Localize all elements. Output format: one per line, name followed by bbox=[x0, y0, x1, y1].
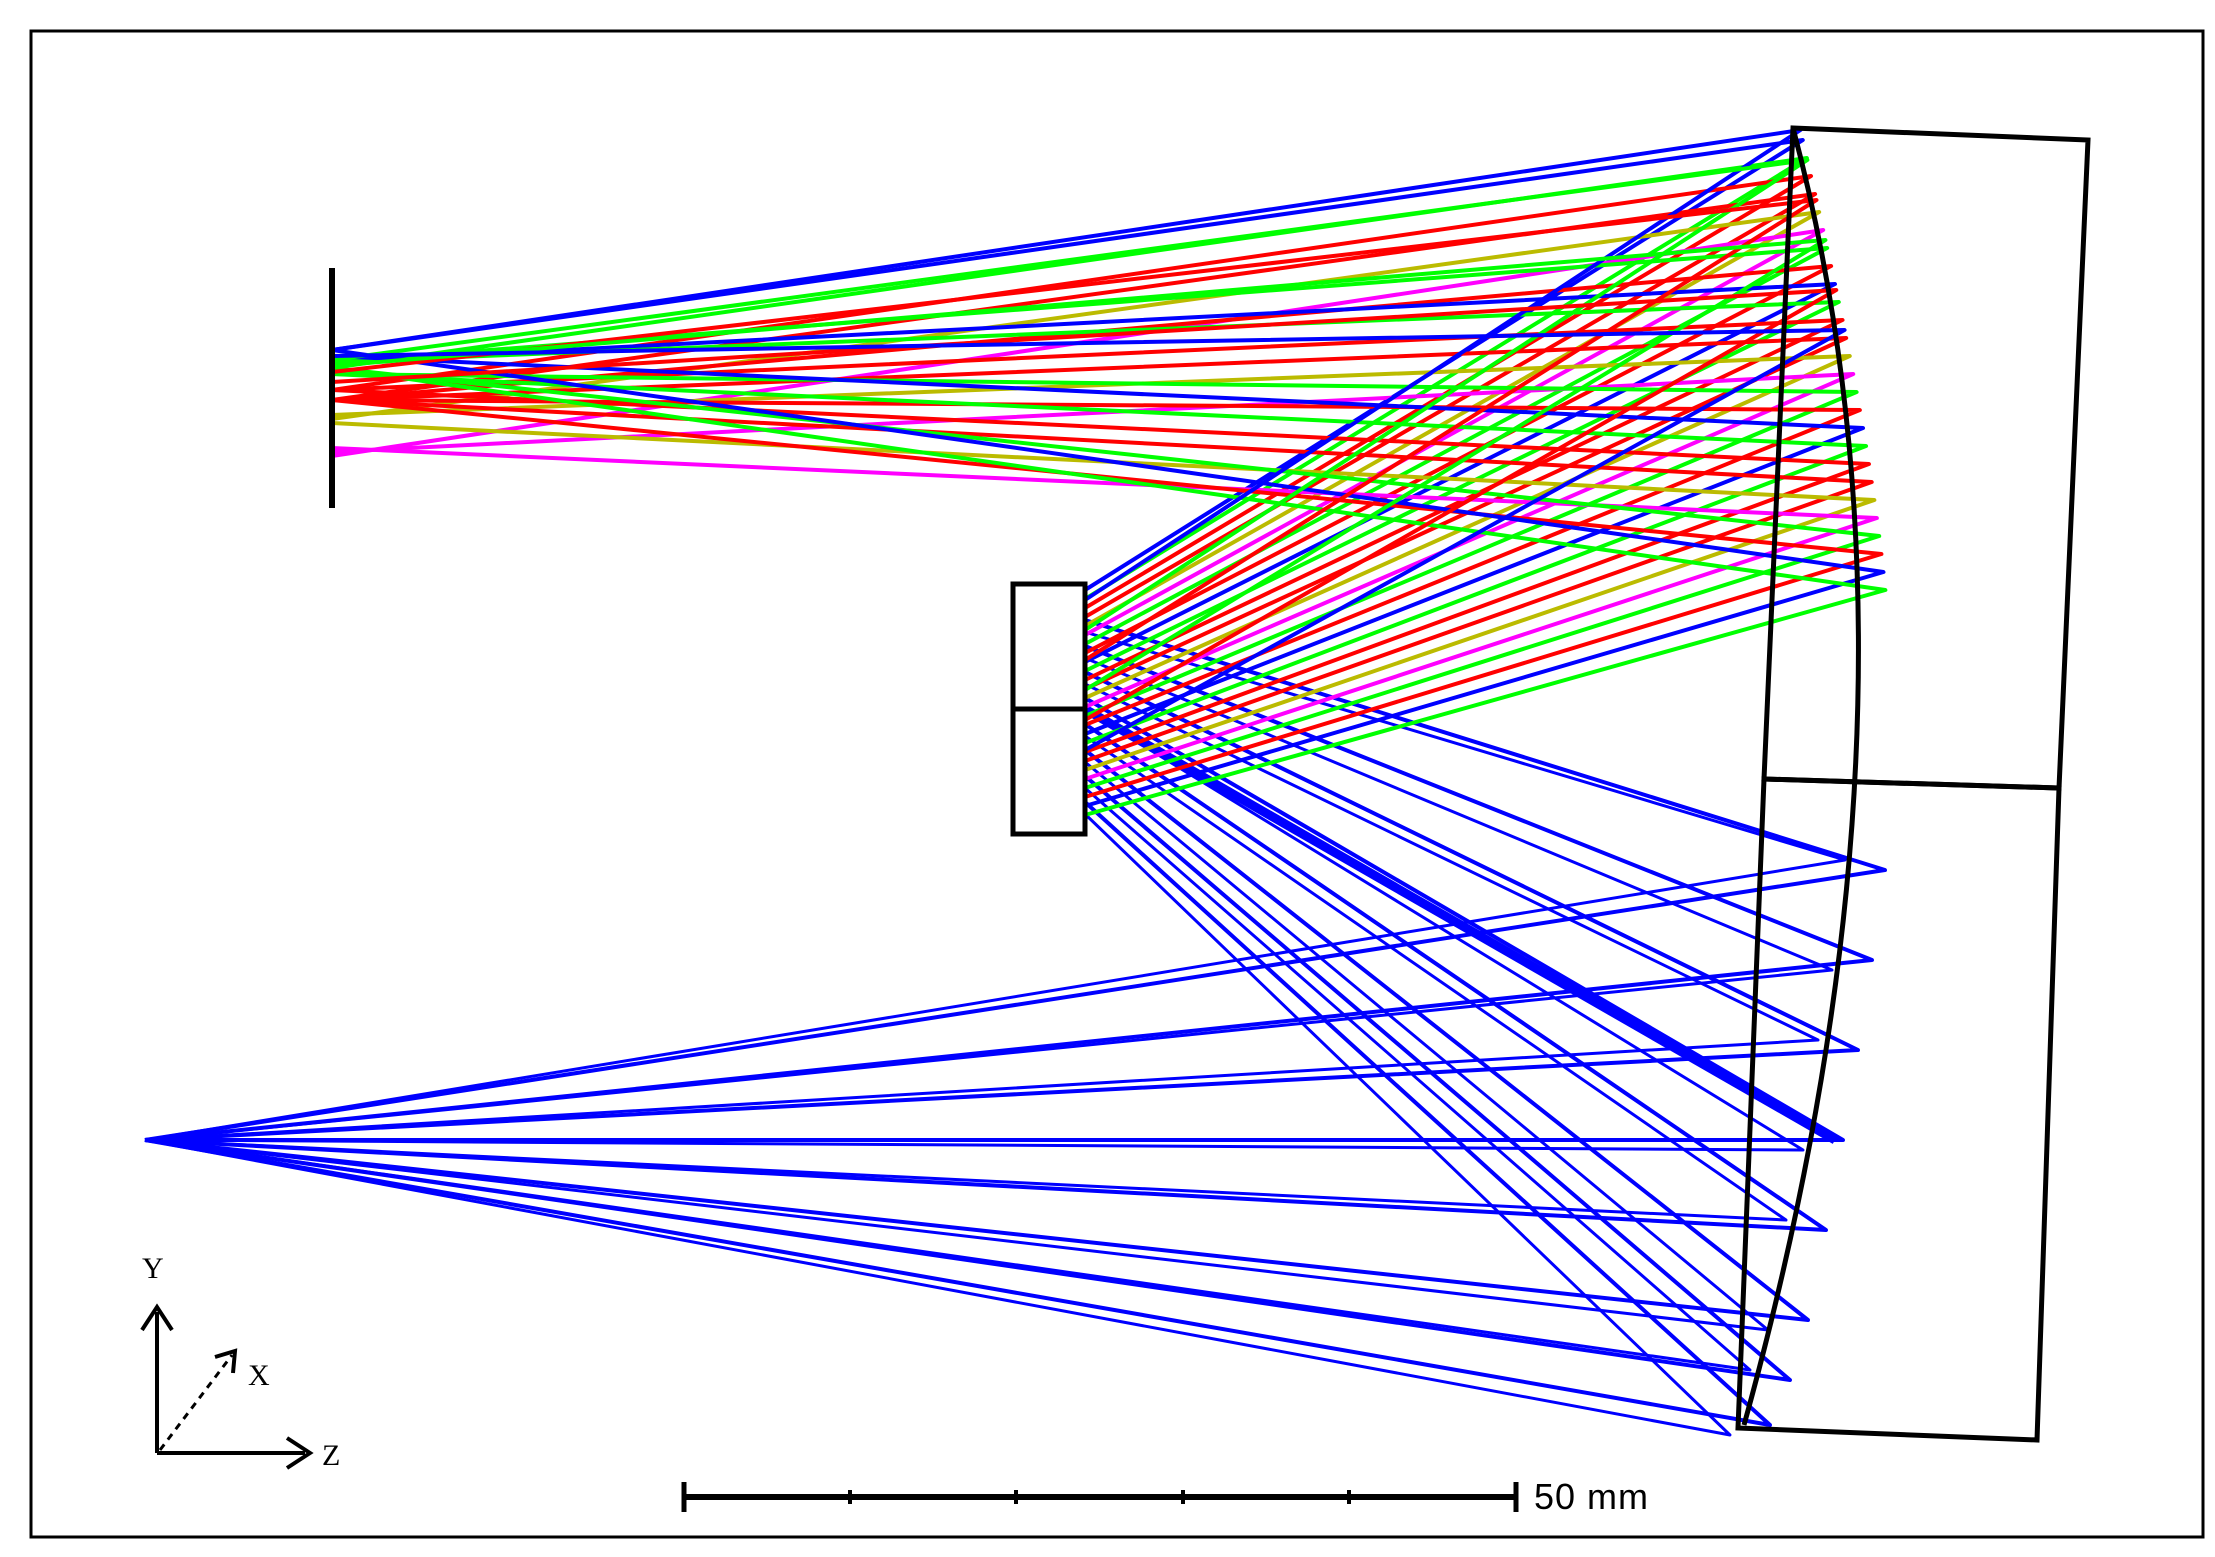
ray-blue bbox=[144, 812, 1732, 1437]
scale-bar: 50 mm bbox=[681, 1476, 1649, 1517]
ray-red bbox=[331, 388, 1871, 754]
fold-mirror-upper bbox=[1010, 581, 1088, 712]
ray-blue bbox=[144, 722, 1828, 1232]
ray-red bbox=[331, 398, 1884, 799]
ray-blue bbox=[144, 656, 1834, 1142]
ray-blue bbox=[331, 348, 1886, 808]
primary-mirror-assembly bbox=[1735, 125, 2091, 1443]
primary-mirror-curved-surface bbox=[1741, 127, 1861, 1426]
ray-yellow bbox=[331, 354, 1852, 700]
ray-blue bbox=[144, 748, 1810, 1322]
ray-blue bbox=[145, 696, 1845, 1142]
ray-red bbox=[331, 264, 1834, 655]
x-axis-arrowhead bbox=[214, 1348, 238, 1374]
ray-blue bbox=[144, 682, 1820, 1142]
ray-red bbox=[331, 174, 1813, 610]
ray-green bbox=[331, 300, 1841, 673]
ray-blue bbox=[144, 800, 1772, 1427]
ray-red bbox=[331, 318, 1845, 682]
ray-blue bbox=[144, 786, 1752, 1372]
z-axis-label: Z bbox=[322, 1439, 340, 1472]
ray-red bbox=[331, 398, 1874, 763]
ray-yellow bbox=[331, 421, 1877, 772]
ray-red bbox=[331, 198, 1819, 662]
y-axis-arrowhead bbox=[140, 1303, 174, 1332]
ray-blue bbox=[331, 328, 1847, 752]
ray-blue bbox=[331, 138, 1805, 592]
ray-magenta bbox=[331, 446, 1879, 781]
ray-blue bbox=[144, 644, 1874, 1142]
ray-green bbox=[331, 238, 1828, 692]
ray-green bbox=[331, 366, 1888, 817]
ray-blue bbox=[144, 734, 1788, 1222]
ray-blue bbox=[144, 670, 1860, 1142]
ray-green bbox=[331, 372, 1869, 745]
ray-green bbox=[331, 158, 1810, 632]
fold-mirror-lower bbox=[1010, 706, 1088, 837]
fold-mirror-assembly bbox=[1010, 581, 1088, 837]
x-axis-label: X bbox=[248, 1359, 270, 1392]
ray-red bbox=[331, 398, 1862, 727]
z-axis-arrowhead bbox=[285, 1436, 314, 1470]
ray-blue bbox=[331, 354, 1865, 736]
ray-red bbox=[331, 288, 1839, 722]
ray-blue bbox=[144, 708, 1805, 1152]
primary-mirror-lower bbox=[1735, 776, 2062, 1443]
scale-bar-label: 50 mm bbox=[1534, 1476, 1649, 1517]
y-axis-label: Y bbox=[142, 1252, 164, 1285]
x-axis-line bbox=[158, 1354, 234, 1451]
coordinate-triad: Y X Z bbox=[140, 1252, 340, 1472]
rays-upper-field bbox=[331, 128, 1888, 817]
